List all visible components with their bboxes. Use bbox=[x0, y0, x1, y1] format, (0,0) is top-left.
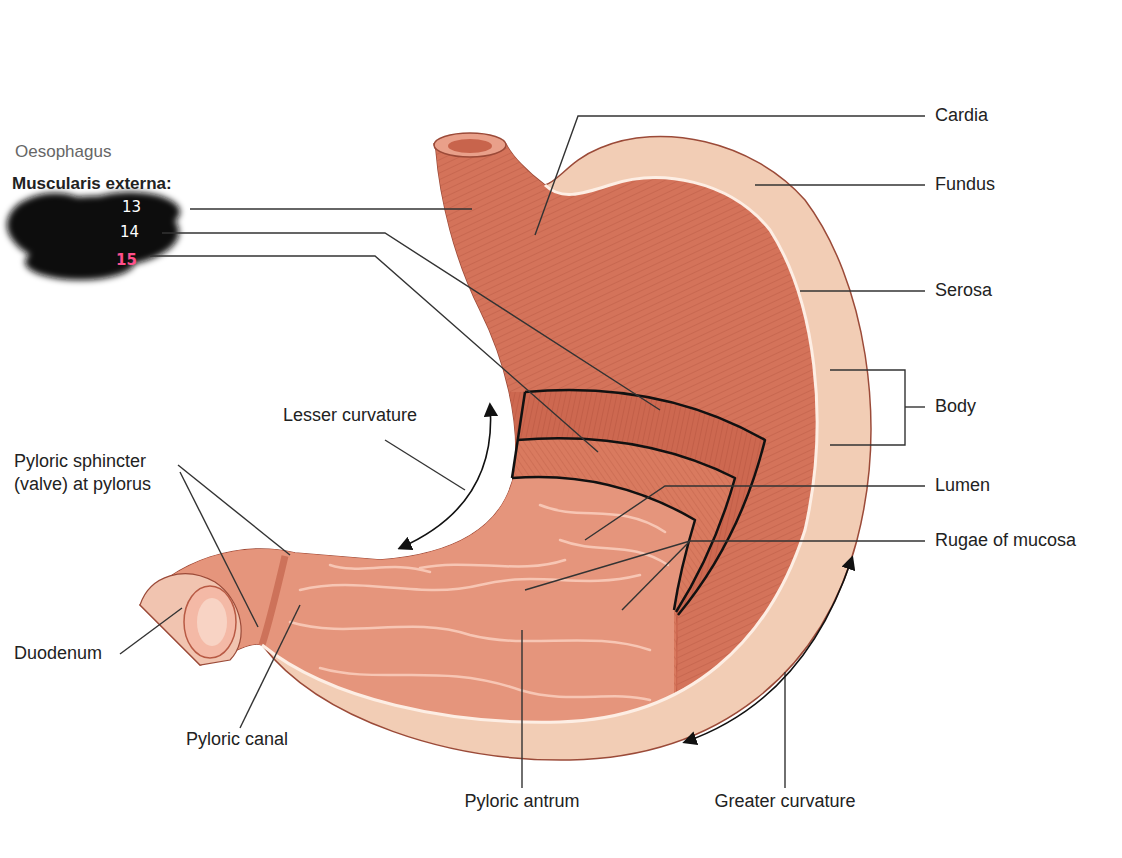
leader-lines bbox=[385, 440, 465, 490]
pyloric-sphincter bbox=[262, 556, 285, 645]
group-heading: Muscularis externa: bbox=[12, 173, 172, 195]
oblique-layer bbox=[100, 438, 735, 780]
leader-lines bbox=[800, 290, 925, 291]
longitudinal-fibres bbox=[100, 100, 900, 800]
callout-number: 13 bbox=[122, 198, 141, 218]
structure-label: Greater curvature bbox=[714, 790, 855, 813]
layer-cut-edges bbox=[512, 477, 695, 610]
leader-lines bbox=[784, 672, 785, 788]
structure-label: Lesser curvature bbox=[283, 404, 417, 427]
structure-label: Pyloric antrum bbox=[464, 790, 579, 813]
rugae-folds bbox=[320, 668, 650, 700]
leader-lines bbox=[240, 605, 300, 728]
duodenum-cut-face bbox=[140, 574, 241, 665]
oblique-fibres bbox=[100, 438, 735, 780]
structure-label: Pyloric sphincter (valve) at pylorus bbox=[14, 450, 179, 497]
structure-label: Lumen bbox=[935, 474, 990, 497]
serosa-line bbox=[262, 178, 817, 723]
circular-layer bbox=[100, 390, 765, 780]
leader-lines bbox=[585, 486, 925, 540]
oesophagus-lumen bbox=[448, 139, 492, 153]
duodenum-lumen bbox=[197, 598, 227, 646]
layer-cut-edges bbox=[525, 390, 765, 615]
structure-label: Duodenum bbox=[14, 642, 102, 665]
scribble-blob bbox=[7, 192, 180, 280]
circular-fibres bbox=[100, 390, 765, 780]
leader-lines bbox=[180, 472, 258, 627]
mucosa-surface bbox=[100, 477, 695, 780]
stomach-muscle-layers bbox=[100, 100, 900, 800]
structure-label: Serosa bbox=[935, 279, 992, 302]
layer-cut-edges bbox=[512, 392, 525, 478]
leader-lines bbox=[525, 541, 925, 590]
rugae-folds bbox=[290, 505, 668, 700]
leader-lines bbox=[755, 184, 925, 185]
structure-label: Oesophagus bbox=[15, 141, 111, 163]
leader-lines bbox=[178, 465, 290, 555]
leader-lines bbox=[521, 630, 522, 788]
callout-number: 14 bbox=[120, 223, 139, 243]
leader-lines bbox=[162, 233, 660, 410]
leader-lines bbox=[830, 370, 905, 445]
structure-label: Fundus bbox=[935, 173, 995, 196]
layer-cut-edges bbox=[512, 390, 765, 615]
structure-label: Pyloric canal bbox=[186, 728, 288, 751]
structure-label: Rugae of mucosa bbox=[935, 529, 1076, 552]
rugae-folds bbox=[330, 565, 430, 572]
leader-lines bbox=[120, 116, 925, 788]
structure-label: Body bbox=[935, 395, 976, 418]
muscle-surface bbox=[100, 100, 900, 800]
layer-cut-edges bbox=[517, 438, 735, 612]
structure-label: Cardia bbox=[935, 104, 988, 127]
lesser-curvature-arrow bbox=[400, 405, 491, 548]
rugae-folds bbox=[420, 560, 565, 568]
leader-lines bbox=[622, 541, 690, 610]
oesophagus-opening bbox=[434, 133, 506, 157]
rugae-folds bbox=[290, 622, 650, 650]
leader-lines bbox=[905, 406, 925, 407]
duodenum-opening bbox=[184, 586, 236, 658]
greater-curvature-arrow bbox=[685, 558, 852, 742]
leader-lines bbox=[120, 608, 182, 654]
callout-number: 15 bbox=[116, 251, 137, 271]
leader-lines bbox=[535, 116, 925, 235]
leader-lines bbox=[190, 208, 472, 209]
rugae-folds bbox=[300, 575, 640, 590]
leader-lines bbox=[150, 256, 598, 452]
